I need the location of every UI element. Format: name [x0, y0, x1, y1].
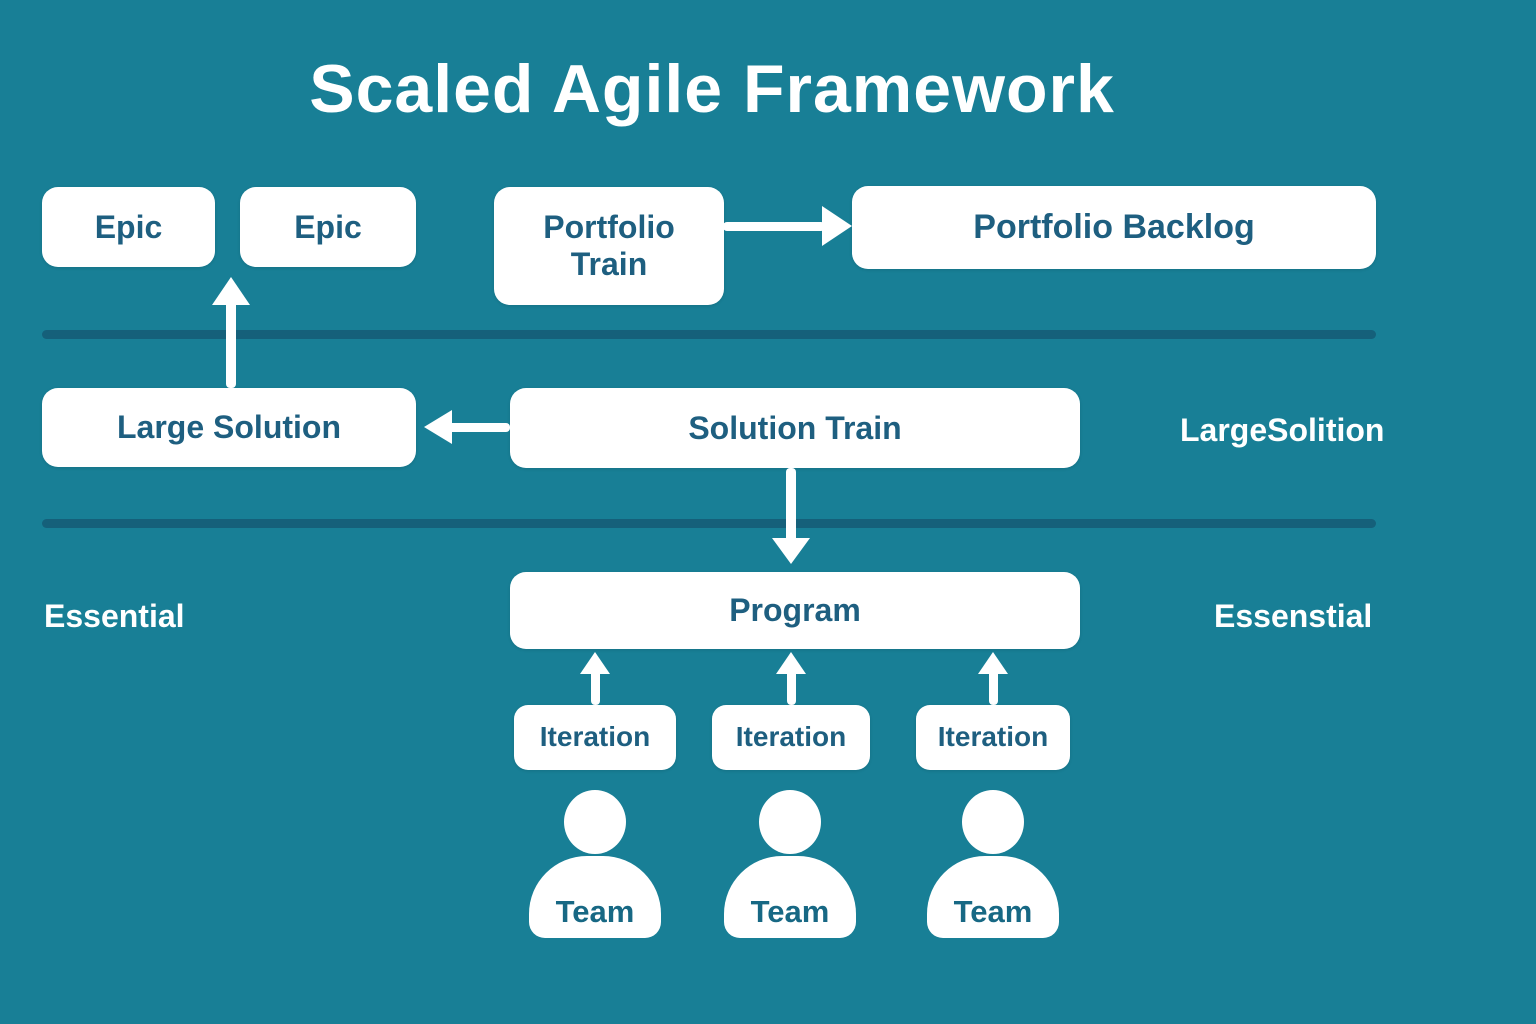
arrow-up-head-icon	[776, 652, 806, 674]
arrow-iteration2-to-program	[787, 670, 796, 705]
arrow-up-head-icon	[580, 652, 610, 674]
arrow-large-solution-to-epic	[226, 300, 236, 388]
essential-level-label-right: Essenstial	[1214, 598, 1373, 634]
program-box: Program	[510, 572, 1080, 649]
solution-train-box: Solution Train	[510, 388, 1080, 468]
team-label: Team	[555, 894, 635, 929]
arrow-up-head-icon	[212, 277, 250, 305]
team-figure-2: Team	[724, 790, 856, 940]
arrow-right-head-icon	[822, 206, 852, 246]
person-body-icon: Team	[529, 856, 661, 938]
portfolio-backlog-box: Portfolio Backlog	[852, 186, 1376, 269]
arrow-up-head-icon	[978, 652, 1008, 674]
essential-level-divider	[42, 519, 1376, 528]
arrow-solution-train-to-program	[786, 468, 796, 542]
person-head-icon	[962, 790, 1024, 854]
person-body-icon: Team	[927, 856, 1059, 938]
essential-level-label-left: Essential	[44, 598, 185, 634]
iteration-box-3: Iteration	[916, 705, 1070, 770]
portfolio-level-divider	[42, 330, 1376, 339]
team-label: Team	[750, 894, 830, 929]
arrow-iteration3-to-program	[989, 670, 998, 705]
iteration-box-1: Iteration	[514, 705, 676, 770]
epic-box-2: Epic	[240, 187, 416, 267]
team-label: Team	[953, 894, 1033, 929]
iteration-box-2: Iteration	[712, 705, 870, 770]
team-figure-3: Team	[927, 790, 1059, 940]
portfolio-train-box: Portfolio Train	[494, 187, 724, 305]
person-head-icon	[759, 790, 821, 854]
arrow-solution-train-to-large-solution	[448, 423, 510, 432]
person-body-icon: Team	[724, 856, 856, 938]
person-head-icon	[564, 790, 626, 854]
large-solution-level-label: LargeSolition	[1180, 412, 1385, 448]
diagram-title: Scaled Agile Framework	[309, 51, 1115, 127]
epic-box-1: Epic	[42, 187, 215, 267]
large-solution-box: Large Solution	[42, 388, 416, 467]
arrow-iteration1-to-program	[591, 670, 600, 705]
team-figure-1: Team	[529, 790, 661, 940]
arrow-left-head-icon	[424, 410, 452, 444]
arrow-down-head-icon	[772, 538, 810, 564]
arrow-portfolio-train-to-backlog	[723, 222, 825, 231]
